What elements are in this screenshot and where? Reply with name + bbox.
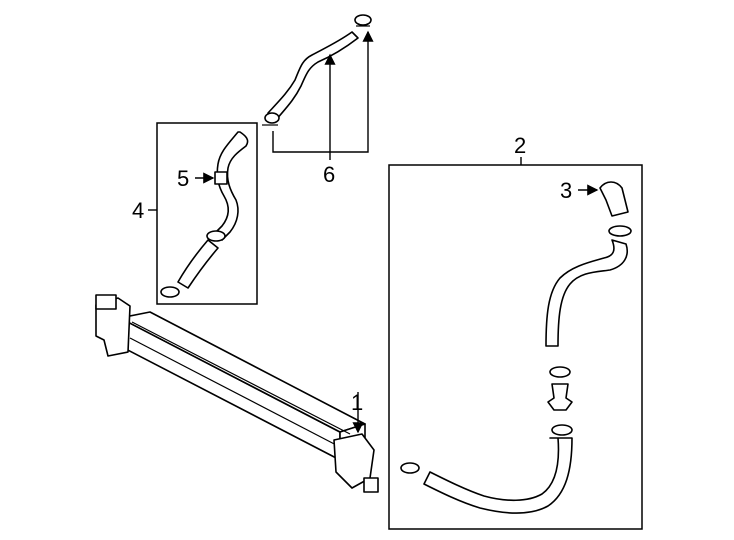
callout-1: 1 <box>351 390 363 415</box>
callout-4: 4 <box>132 198 144 223</box>
lower-hose-part-4 <box>160 131 249 298</box>
heater-hose-assembly <box>400 181 632 514</box>
elbow-part-3 <box>599 181 629 217</box>
upper-hose-part-6 <box>262 14 372 126</box>
callout-6: 6 <box>323 162 335 187</box>
callout-3: 3 <box>560 178 572 203</box>
callout-2: 2 <box>514 133 526 158</box>
callout-6-leader <box>272 30 374 160</box>
bracket-part-5 <box>214 171 228 185</box>
callout-5: 5 <box>177 166 189 191</box>
detail-box-2 <box>388 164 643 530</box>
detail-box-4 <box>156 122 258 305</box>
radiator-part-1 <box>95 294 379 493</box>
